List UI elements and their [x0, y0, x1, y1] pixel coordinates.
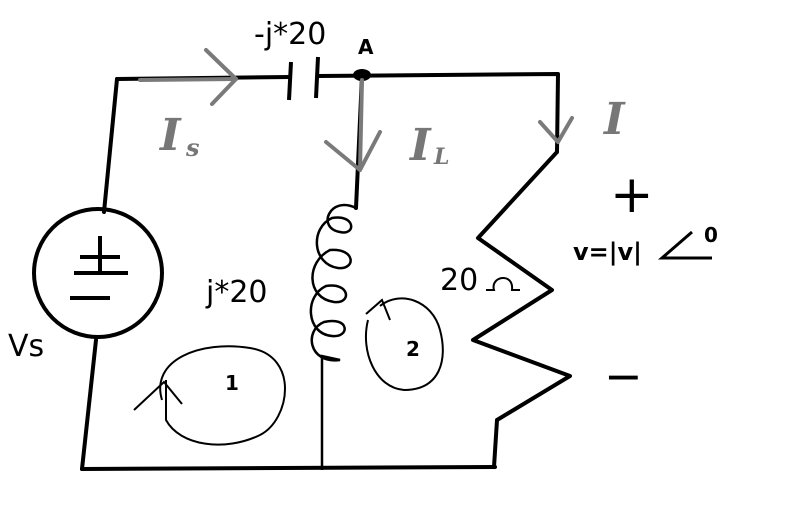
source-plusminus-icon [70, 236, 128, 300]
voltage-source [32, 207, 164, 339]
loop-1-label: 1 [225, 371, 239, 395]
inductor-label: j*20 [205, 275, 268, 310]
il-label: I [408, 120, 432, 171]
il-arrow-shaft [358, 78, 364, 172]
is-arrow-head-icon [204, 48, 238, 106]
loop-2-arrowhead-icon [365, 298, 391, 321]
capacitor-symbol [287, 56, 320, 101]
il-subscript: L [433, 144, 449, 170]
node-a-dot [353, 69, 371, 81]
top-right-wire [316, 72, 560, 154]
node-a-label: A [358, 35, 374, 59]
left-wire-bottom [80, 338, 98, 471]
resistor-zigzag [471, 150, 572, 422]
resistor-wire-bottom [492, 418, 499, 469]
loop-2-label: 2 [406, 337, 420, 361]
loop-2-arrow [364, 297, 444, 392]
resistor-label: 20 [440, 263, 478, 298]
bottom-wire [80, 465, 497, 471]
voltage-plus: + [610, 165, 654, 225]
source-label: Vs [8, 329, 44, 364]
inductor-coil [309, 203, 357, 470]
loop-1-arrow [159, 345, 286, 446]
left-wire-top [102, 77, 119, 214]
capacitor-label: -j*20 [254, 17, 326, 52]
loop-1-arrowhead-icon [133, 380, 183, 411]
is-subscript: s [185, 133, 200, 162]
angle-value: 0 [704, 223, 718, 247]
voltage-label: v=|v| [573, 238, 642, 266]
il-arrow-head-icon [324, 130, 382, 172]
voltage-minus: − [604, 349, 643, 403]
i-arrow-head-icon [538, 116, 574, 144]
is-arrow-shaft [138, 77, 238, 82]
is-label: I [158, 110, 182, 161]
angle-icon [657, 230, 712, 260]
ohm-icon [486, 277, 520, 291]
i-label: I [602, 94, 626, 145]
